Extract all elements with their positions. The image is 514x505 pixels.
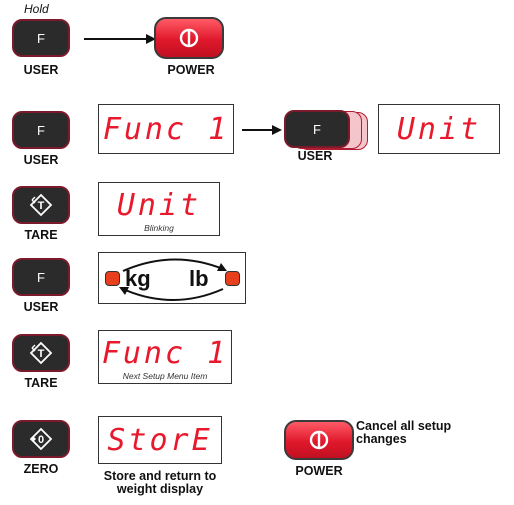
svg-text:0: 0: [38, 434, 44, 446]
user-caption: USER: [297, 149, 333, 163]
tare-icon: T: [29, 193, 53, 217]
display-func-1-next: Func 1 Next Setup Menu Item: [98, 330, 232, 384]
key-label: F: [37, 269, 45, 285]
arrow-icon: [242, 125, 282, 135]
display-store: StorE: [98, 416, 222, 464]
display-subtext: Blinking: [144, 223, 174, 233]
arrow-icon: [84, 34, 156, 44]
cancel-note: Cancel all setup changes: [356, 419, 452, 446]
svg-text:T: T: [38, 200, 45, 212]
key-label: F: [37, 122, 45, 138]
cycle-arrows-icon: [119, 258, 227, 301]
tare-key[interactable]: T: [12, 334, 70, 372]
display-func-1: Func 1: [98, 104, 234, 154]
display-text: StorE: [107, 423, 213, 458]
tare-icon: T: [29, 341, 53, 365]
zero-key[interactable]: 0: [12, 420, 70, 458]
unit-kg-label: kg: [125, 266, 151, 291]
svg-text:T: T: [38, 348, 45, 360]
power-button[interactable]: [284, 420, 354, 460]
power-icon: [309, 430, 329, 450]
display-subtext: Next Setup Menu Item: [122, 371, 208, 381]
unit-indicator-panel: kg lb: [98, 252, 246, 304]
unit-lb-label: lb: [189, 266, 209, 291]
user-f-key[interactable]: F: [12, 111, 70, 149]
user-caption: USER: [23, 63, 59, 77]
key-label: F: [37, 30, 45, 46]
display-unit-blinking: Unit Blinking: [98, 182, 220, 236]
power-caption: POWER: [167, 63, 215, 77]
power-icon: [179, 28, 199, 48]
led-kg: [105, 271, 120, 286]
zero-icon: 0: [29, 427, 53, 451]
key-label: F: [313, 121, 321, 137]
user-caption: USER: [23, 153, 59, 167]
hold-label: Hold: [24, 2, 49, 16]
power-button[interactable]: [154, 17, 224, 59]
tare-caption: TARE: [24, 228, 58, 242]
display-text: Func 1: [101, 336, 229, 371]
user-f-key[interactable]: F: [12, 258, 70, 296]
led-lb: [225, 271, 240, 286]
display-text: Unit: [396, 112, 482, 147]
display-text: Unit: [116, 188, 202, 223]
display-text: Func 1: [102, 112, 230, 147]
tare-key[interactable]: T: [12, 186, 70, 224]
display-unit: Unit: [378, 104, 500, 154]
user-f-key[interactable]: F: [12, 19, 70, 57]
user-caption: USER: [23, 300, 59, 314]
zero-caption: ZERO: [23, 462, 59, 476]
user-f-key-repeat[interactable]: F: [284, 110, 350, 148]
store-note: Store and return to weight display: [103, 469, 217, 496]
tare-caption: TARE: [24, 376, 58, 390]
power-caption: POWER: [295, 464, 343, 478]
